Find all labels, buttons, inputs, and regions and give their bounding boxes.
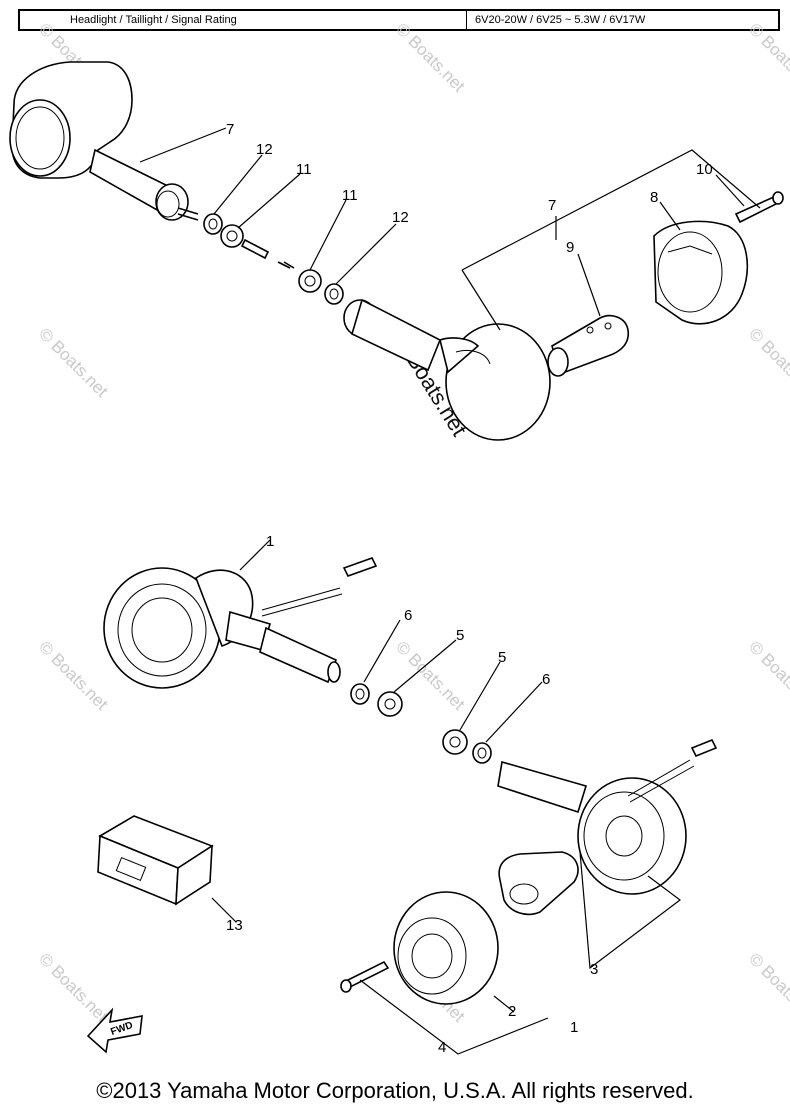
washer-12-upper-right xyxy=(324,283,344,305)
bulb-3 xyxy=(498,851,579,916)
washer-6-lower-right xyxy=(472,742,492,764)
turn-signal-housing-rear-left xyxy=(9,61,199,221)
watermark-3: © Boats.net xyxy=(745,19,790,96)
watermark-2: © Boats.net xyxy=(392,19,469,96)
callout-9: 9 xyxy=(566,239,574,256)
turn-signal-front-left xyxy=(103,557,378,689)
lens-2 xyxy=(393,891,499,1005)
fwd-arrow-icon: FWD xyxy=(86,1007,143,1054)
callout-6-right: 6 xyxy=(542,671,550,688)
watermark-4: © Boats.net xyxy=(35,324,112,401)
callout-4: 4 xyxy=(438,1039,446,1056)
callout-7-upper-right: 7 xyxy=(548,197,556,214)
bulb-9 xyxy=(547,314,630,377)
copyright-footer: ©2013 Yamaha Motor Corporation, U.S.A. A… xyxy=(96,1078,694,1103)
callout-11-upper-right: 11 xyxy=(342,187,358,204)
watermark-9: © Boats.net xyxy=(35,949,112,1026)
rating-label: Headlight / Taillight / Signal Rating xyxy=(20,11,467,29)
callout-8: 8 xyxy=(650,189,658,206)
callout-12-upper-left: 12 xyxy=(256,141,273,158)
nut-11-upper-left xyxy=(220,224,244,248)
rating-header-table: Headlight / Taillight / Signal Rating 6V… xyxy=(18,9,780,31)
callout-1-lower: 1 xyxy=(570,1019,578,1036)
washer-12-upper-left xyxy=(203,213,223,235)
callout-13: 13 xyxy=(226,917,243,934)
nut-11-upper-right xyxy=(298,269,322,293)
callout-3: 3 xyxy=(590,961,598,978)
callout-5-left: 5 xyxy=(456,627,464,644)
callout-10: 10 xyxy=(696,161,713,178)
turn-signal-housing-rear-right xyxy=(343,298,551,441)
watermark-6: © Boats.net xyxy=(35,637,112,714)
nut-5-lower-right xyxy=(442,729,468,755)
wire-connector-upper xyxy=(240,238,295,269)
rating-value: 6V20-20W / 6V25 ~ 5.3W / 6V17W xyxy=(475,14,646,26)
flasher-relay-13 xyxy=(97,815,214,906)
callouts-top: 7 12 11 11 12 7 9 8 10 xyxy=(226,121,713,256)
washer-6-lower-left xyxy=(350,683,370,705)
nut-5-lower-left xyxy=(377,691,403,717)
screw-4 xyxy=(340,960,390,993)
callout-6-left: 6 xyxy=(404,607,412,624)
leader-lines-top xyxy=(139,127,761,331)
callout-5-right: 5 xyxy=(498,649,506,666)
callout-12-upper-right: 12 xyxy=(392,209,409,226)
screw-10 xyxy=(734,191,784,224)
callouts-bottom: 1 6 5 5 6 13 3 2 1 4 xyxy=(226,533,598,1056)
callout-11-upper-left: 11 xyxy=(296,161,312,178)
lens-8 xyxy=(653,220,748,325)
callout-2: 2 xyxy=(508,1003,516,1020)
watermark-5: © Boats.net xyxy=(745,324,790,401)
watermark-8: © Boats.net xyxy=(745,637,790,714)
turn-signal-front-right-base xyxy=(497,738,718,895)
watermark-11: © Boats.net xyxy=(745,949,790,1026)
callout-7-upper-left: 7 xyxy=(226,121,234,138)
callout-1-upper: 1 xyxy=(266,533,274,550)
leader-lines-bottom xyxy=(211,539,681,1055)
watermark-7: © Boats.net xyxy=(392,637,469,714)
